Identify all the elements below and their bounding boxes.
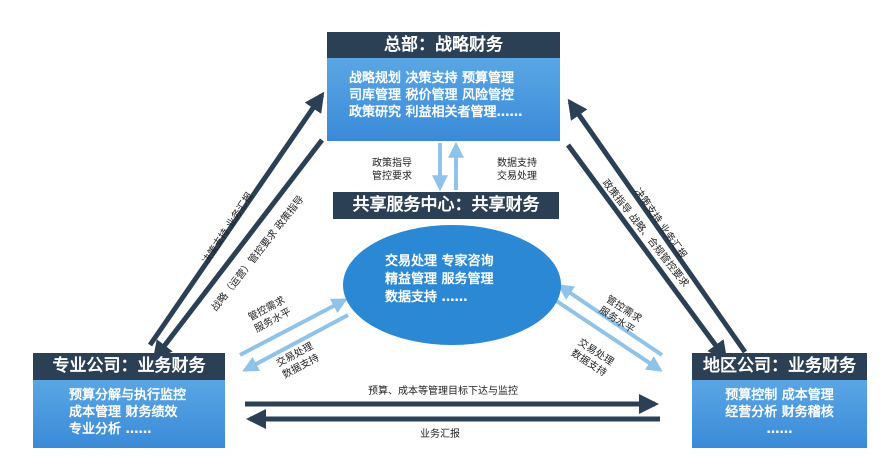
spec-line-2: 成本管理 财务绩效 [69, 405, 178, 420]
region-line-3: …… [766, 422, 793, 437]
arrow-spec-to-center [239, 298, 348, 357]
label-data-support: 数据支持 [497, 158, 537, 169]
hq-title: 总部：战略财务 [327, 32, 560, 58]
ssc-service-ellipse: 交易处理 专家咨询 精益管理 服务管理 数据支持 …… [343, 225, 561, 345]
label-policy-guidance: 政策指导 [372, 158, 412, 169]
region-title: 地区公司：业务财务 [692, 353, 867, 380]
arrow-center-to-region [553, 298, 663, 372]
ssc-title: 共享服务中心：共享财务 [333, 192, 559, 219]
arrow-hq-to-region [565, 143, 728, 362]
arrow-region-to-hq [567, 98, 748, 354]
spec-line-1: 预算分解与执行监控 [69, 388, 187, 403]
region-functions: 预算控制 成本管理 经营分析 财务稽核 …… [692, 380, 867, 448]
region-line-1: 预算控制 成本管理 [725, 388, 834, 403]
spec-line-3: 专业分析 …… [69, 422, 152, 437]
center-line-2: 精益管理 服务管理 [385, 272, 494, 287]
hq-line-3: 政策研究 利益相关者管理…… [349, 105, 523, 120]
spec-title: 专业公司：业务财务 [33, 353, 225, 380]
arrow-center-to-spec [242, 313, 349, 372]
label-hq-down: 政策指导 管控要求 [372, 157, 412, 183]
arrow-region-to-center [557, 284, 664, 357]
hq-line-2: 司库管理 税价管理 风险管控 [349, 88, 515, 103]
arrow-hq-to-spec [152, 138, 324, 362]
label-ssc-up: 数据支持 交易处理 [497, 157, 537, 183]
center-line-3: 数据支持 …… [385, 290, 468, 305]
region-line-2: 经营分析 财务稽核 [725, 405, 834, 420]
label-transaction-processing: 交易处理 [497, 171, 537, 182]
spec-functions: 预算分解与执行监控 成本管理 财务绩效 专业分析 …… [33, 380, 225, 448]
label-bottom-top: 预算、成本等管理目标下达与监控 [368, 386, 518, 397]
hq-line-1: 战略规划 决策支持 预算管理 [349, 71, 515, 86]
hq-functions: 战略规划 决策支持 预算管理 司库管理 税价管理 风险管控 政策研究 利益相关者… [327, 58, 560, 141]
label-control-requirements: 管控要求 [372, 171, 412, 182]
center-line-1: 交易处理 专家咨询 [385, 254, 494, 269]
arrow-spec-to-hq [147, 91, 325, 347]
label-bottom-bottom: 业务汇报 [420, 429, 460, 440]
